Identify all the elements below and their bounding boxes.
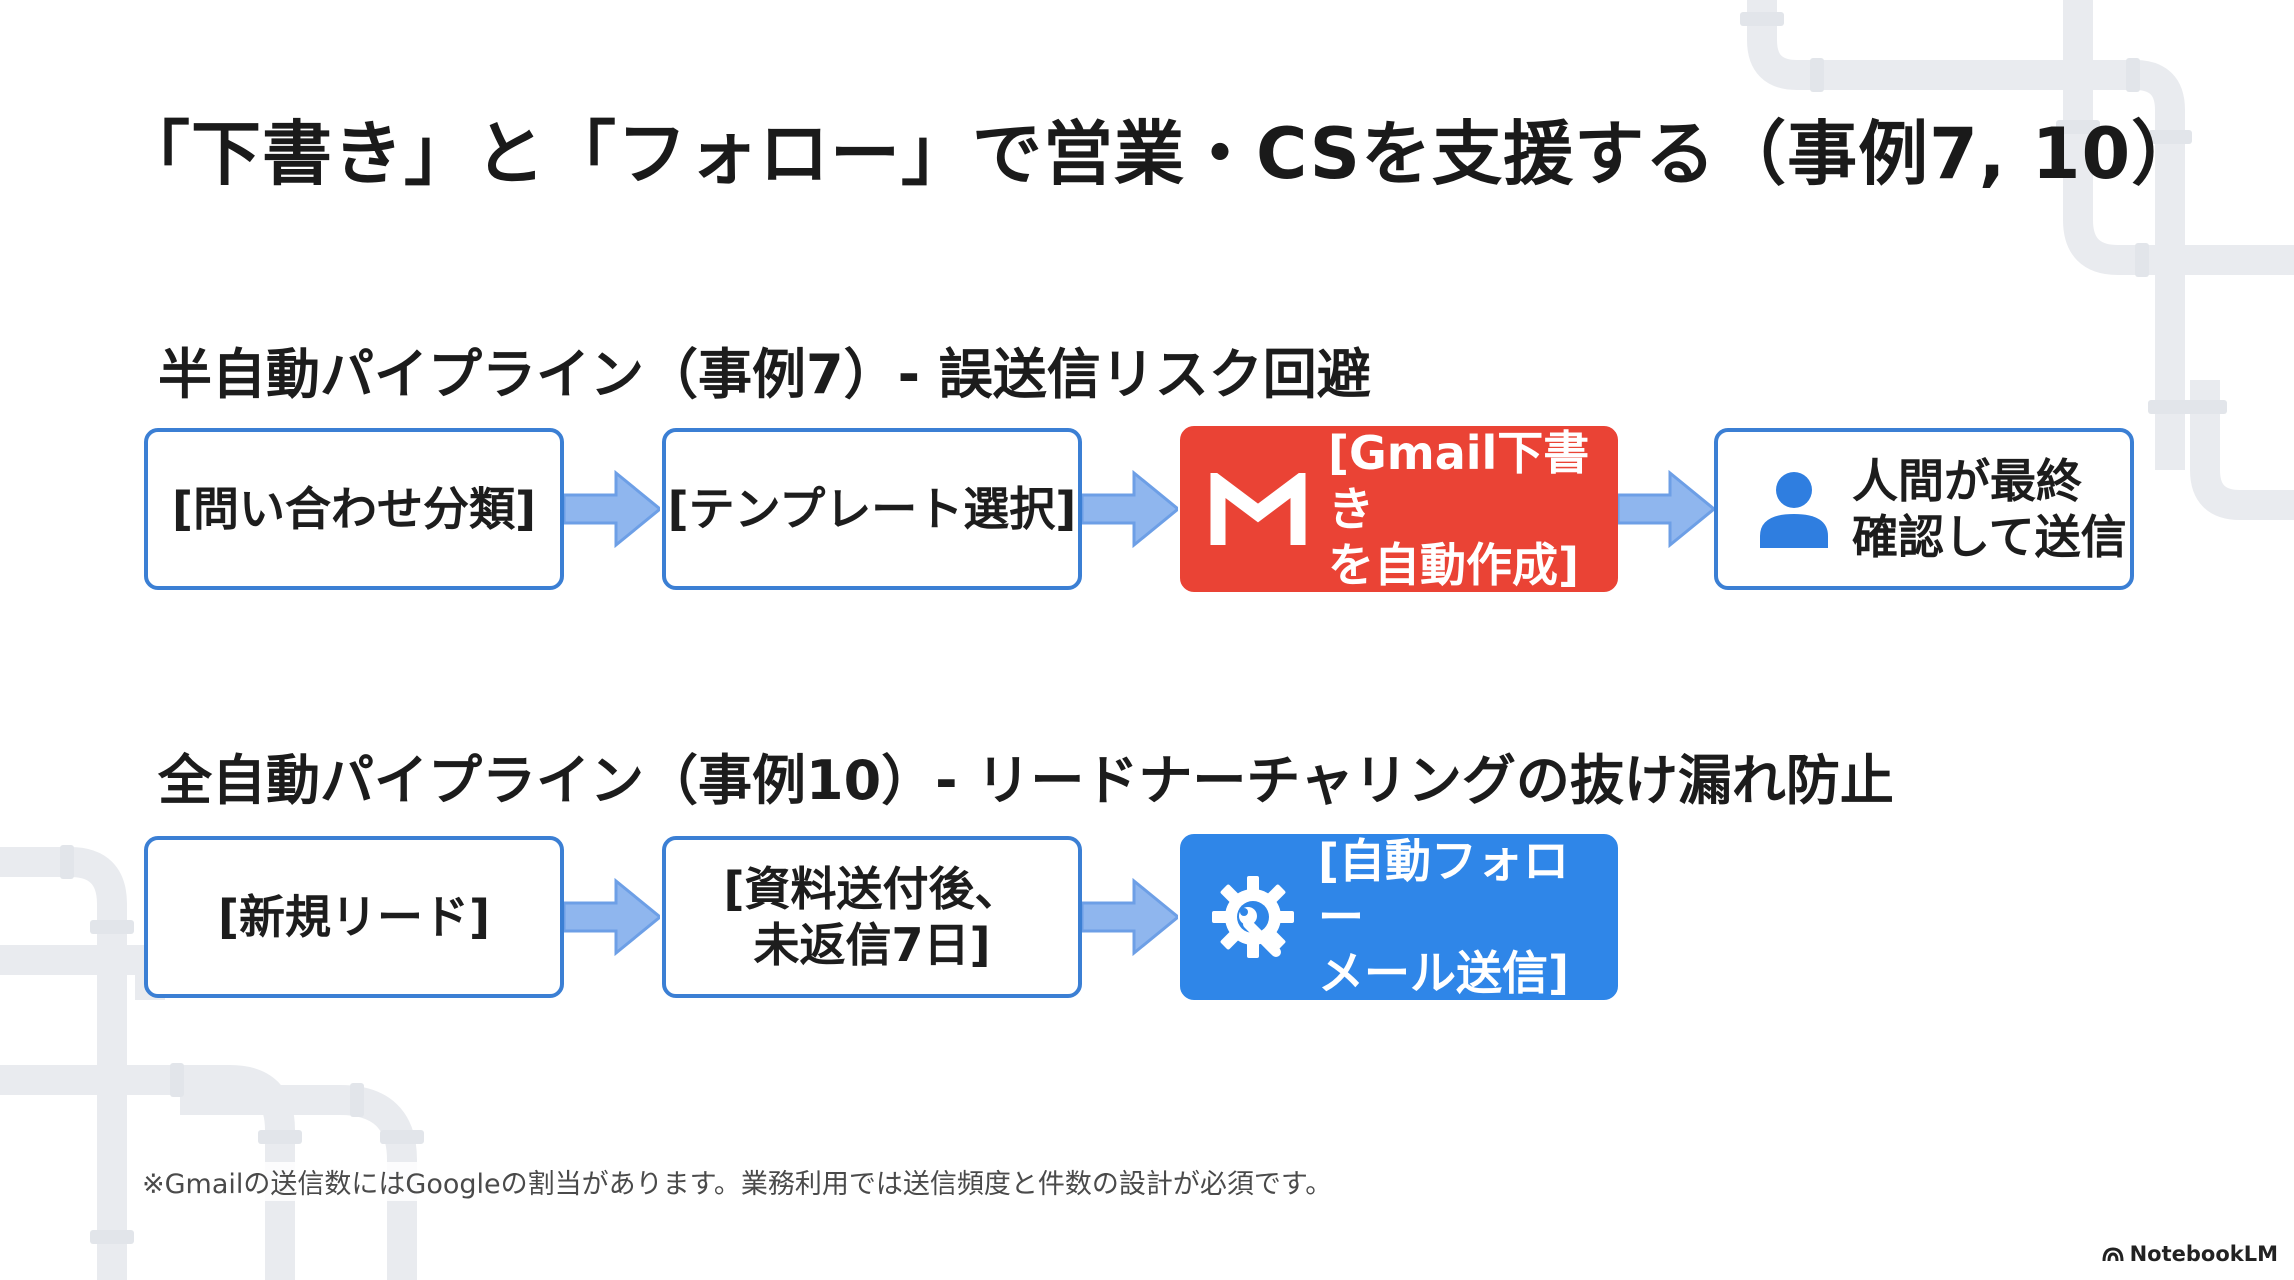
step-no-reply-7-days: [資料送付後、 未返信7日] [662,836,1082,998]
step-gmail-draft-auto: [Gmail下書き を自動作成] [1180,426,1618,592]
step-label: 人間が最終 確認して送信 [1852,453,2127,564]
gear-wrench-icon [1210,874,1296,960]
step-human-final-check: 人間が最終 確認して送信 [1714,428,2134,590]
person-icon [1758,470,1830,548]
step-label: [テンプレート選択] [667,481,1077,536]
arrow-right-icon [1082,469,1178,549]
arrow-right-icon [564,469,660,549]
section-heading-semi-auto: 半自動パイプライン（事例7）- 誤送信リスク回避 [158,343,1371,406]
arrow-right-icon [564,877,660,957]
brand-label: NotebookLM [2129,1242,2278,1266]
step-template-selection: [テンプレート選択] [662,428,1082,590]
notebooklm-logo-icon [2102,1247,2124,1262]
section-heading-full-auto: 全自動パイプライン（事例10）- リードナーチャリングの抜け漏れ防止 [158,749,1894,812]
footnote: ※Gmailの送信数にはGoogleの割当があります。業務利用では送信頻度と件数… [142,1162,1333,1201]
step-new-lead: [新規リード] [144,836,564,998]
brand-watermark: NotebookLM [2102,1242,2278,1266]
arrow-right-icon [1082,877,1178,957]
gmail-icon [1210,473,1306,545]
step-label: [新規リード] [217,889,491,944]
step-label: [資料送付後、 未返信7日] [723,861,1021,972]
arrow-right-icon [1618,469,1714,549]
step-label: [自動フォロー メール送信] [1318,833,1570,1001]
step-inquiry-classification: [問い合わせ分類] [144,428,564,590]
step-label: [Gmail下書き を自動作成] [1328,425,1590,593]
page-title: 「下書き」と「フォロー」で営業・CSを支援する（事例7, 10） [120,113,2203,195]
step-label: [問い合わせ分類] [171,481,537,536]
step-auto-follow-mail: [自動フォロー メール送信] [1180,834,1618,1000]
